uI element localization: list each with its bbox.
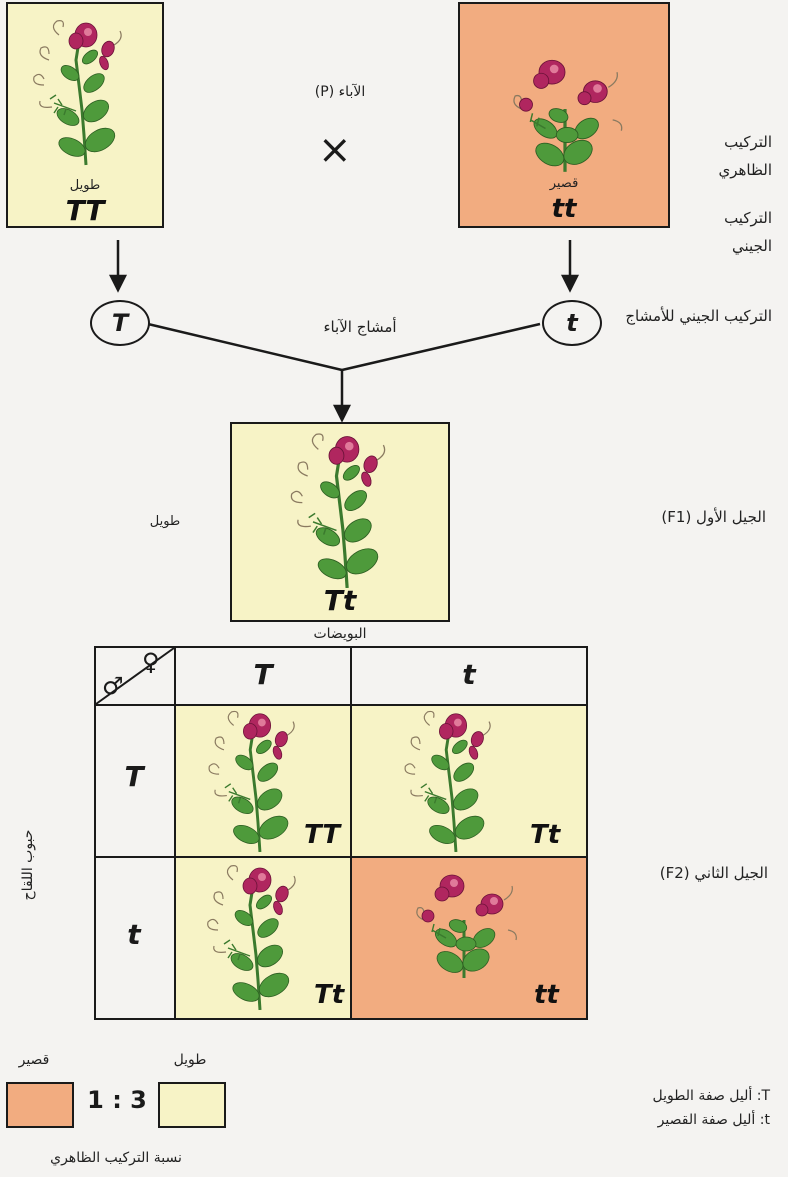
legend-tall-label: طويل xyxy=(173,1052,207,1068)
punnett-cell-Tt-1: Tt xyxy=(530,820,561,850)
f1-plant-image xyxy=(280,428,410,588)
f1-label: الجيل الأول (F1) xyxy=(661,508,766,526)
female-symbol: ♀ xyxy=(142,648,160,676)
genotype-label: التركيب الجيني xyxy=(724,209,772,255)
parent-short-genotype: tt xyxy=(551,194,577,224)
tall-plant-image xyxy=(24,10,144,170)
punnett-plant-3 xyxy=(198,860,318,1010)
parent-short-card: قصير tt xyxy=(458,2,670,228)
f1-phenotype: طويل xyxy=(149,514,181,529)
gamete-short-circle: t xyxy=(542,300,602,346)
parent-tall-phenotype: طويل xyxy=(69,178,101,193)
row-header-t: t xyxy=(127,918,141,951)
parents-label: الآباء (P) xyxy=(314,84,366,100)
pollen-label: حبوب اللقاح xyxy=(20,829,36,901)
row-header-T: T xyxy=(124,760,144,793)
legend-short-swatch xyxy=(6,1082,74,1128)
legend-key-T: T: أليل صفة الطويل xyxy=(652,1088,770,1104)
cross-symbol: × xyxy=(318,127,352,173)
parent-short-phenotype: قصير xyxy=(549,176,579,191)
short-plant-image xyxy=(500,44,630,174)
legend-short-label: قصير xyxy=(18,1052,50,1068)
punnett-cell-tt: tt xyxy=(534,980,559,1010)
f1-card: Tt xyxy=(230,422,450,622)
eggs-label: البويضات xyxy=(313,626,367,642)
male-symbol: ♂ xyxy=(102,672,124,700)
col-header-T: T xyxy=(253,658,273,691)
ratio-caption: نسبة التركيب الظاهري xyxy=(50,1150,182,1166)
punnett-plant-1 xyxy=(198,706,318,852)
punnett-plant-2 xyxy=(394,706,514,852)
parent-tall-card: طويل TT xyxy=(6,2,164,228)
f1-genotype: Tt xyxy=(323,584,357,617)
gamete-tall-circle: T xyxy=(90,300,150,346)
gametes-genotype-label: التركيب الجيني للأمشاج xyxy=(625,307,772,325)
gametes-label: أمشاج الآباء xyxy=(323,318,397,336)
phenotype-label: التركيب الظاهري xyxy=(718,133,772,179)
legend-tall-swatch xyxy=(158,1082,226,1128)
legend-key-t: t: أليل صفة القصير xyxy=(657,1112,770,1128)
phenotype-ratio: 1 : 3 xyxy=(87,1086,147,1114)
punnett-cell-TT: TT xyxy=(304,820,341,850)
punnett-cell-Tt-2: Tt xyxy=(314,980,345,1010)
parent-tall-genotype: TT xyxy=(65,194,105,227)
f2-label: الجيل الثاني (F2) xyxy=(659,864,768,882)
punnett-plant-4 xyxy=(404,860,524,980)
col-header-t: t xyxy=(462,658,476,691)
punnett-square: ♀ ♂ T t T t TT Tt Tt tt xyxy=(94,646,588,1020)
